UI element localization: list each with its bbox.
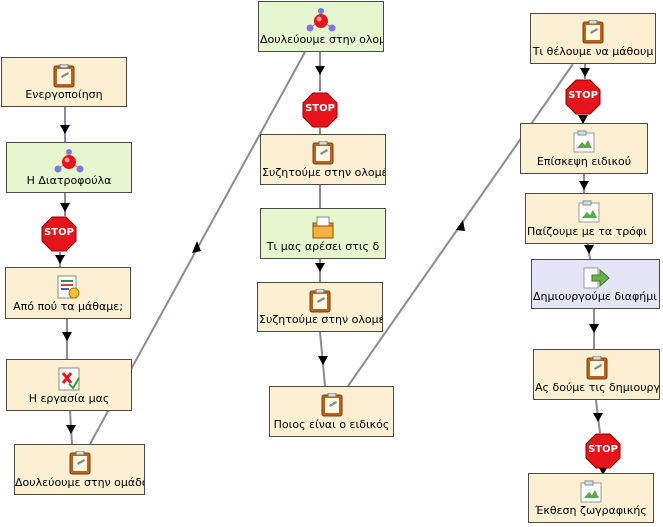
node-apo-pou[interactable]: Από πού τα μάθαμε;	[5, 267, 131, 319]
node-as-doume[interactable]: Ας δούμε τις δημιουργ	[533, 349, 660, 400]
node-label: Τι θέλουμε να μάθουμ	[532, 45, 654, 58]
node-episkepsi[interactable]: Επίσκεψη ειδικού	[520, 123, 648, 174]
node-ergasia[interactable]: Η εργασία μας	[6, 359, 132, 411]
node-syzitoume-1[interactable]: Συζητούμε στην ολομέ	[260, 134, 386, 185]
node-dimiourgoume[interactable]: Δημιουργούμε διαφήμι	[531, 259, 660, 309]
node-label: Η Διατροφούλα	[26, 174, 112, 187]
stop-label: STOP	[568, 90, 598, 101]
clipboard-icon	[582, 20, 604, 44]
stop-sign-icon: STOP	[565, 79, 601, 115]
node-label: Τι μας αρέσει στις δ	[266, 240, 380, 253]
node-label: Έκθεση ζωγραφικής	[535, 504, 647, 517]
photo-icon	[580, 480, 602, 503]
node-label: Ποιος είναι ο ειδικός	[273, 418, 390, 431]
stop-sign-icon: STOP	[585, 433, 621, 469]
node-label: Παίζουμε με τα τρόφι	[527, 225, 647, 238]
clipboard-icon	[321, 393, 342, 417]
node-label: Συζητούμε στην ολομέ	[262, 166, 386, 179]
node-mas-aresei[interactable]: Τι μας αρέσει στις δ	[260, 208, 386, 259]
node-label: Δημιουργούμε διαφήμι	[533, 290, 657, 303]
node-ekthesi[interactable]: Έκθεση ζωγραφικής	[528, 473, 654, 523]
node-label: Ας δούμε τις δημιουργ	[535, 381, 660, 394]
group-icon	[54, 149, 84, 173]
clipboard-icon	[586, 356, 607, 380]
stop-sign-icon: STOP	[302, 92, 338, 128]
node-diatrofoula[interactable]: Η Διατροφούλα	[6, 142, 132, 193]
node-label: Συζητούμε στην ολομέ	[259, 313, 383, 326]
stop-sign-icon: STOP	[41, 216, 77, 252]
form-icon	[57, 275, 80, 299]
stop-label: STOP	[305, 103, 335, 114]
node-poios-eidikos[interactable]: Ποιος είναι ο ειδικός	[269, 386, 394, 437]
clipboard-icon	[69, 451, 90, 475]
export-icon	[583, 267, 610, 289]
assignment-icon	[58, 367, 80, 391]
node-label: Δουλεύουμε στην ομάδα	[15, 476, 145, 489]
node-label: Δουλεύουμε στην ολομ	[260, 33, 384, 46]
node-label: Από πού τα μάθαμε;	[13, 300, 123, 313]
group-icon	[306, 8, 336, 32]
node-label: Ενεργοποίηση	[25, 88, 103, 101]
node-label: Επίσκεψη ειδικού	[536, 155, 632, 168]
clipboard-icon	[309, 289, 331, 313]
node-energopoiisi[interactable]: Ενεργοποίηση	[1, 57, 127, 107]
stop-label: STOP	[44, 227, 74, 238]
photo-icon	[573, 130, 595, 153]
node-paizoume[interactable]: Παίζουμε με τα τρόφι	[525, 193, 653, 244]
photo-icon	[578, 200, 600, 223]
clipboard-icon	[312, 141, 334, 165]
node-syzitoume-2[interactable]: Συζητούμε στην ολομέ	[257, 282, 383, 332]
node-douleuoume-olom[interactable]: Δουλεύουμε στην ολομ	[258, 1, 384, 52]
folder-icon	[312, 216, 334, 239]
node-douleuoume-omada[interactable]: Δουλεύουμε στην ομάδα	[14, 444, 145, 495]
node-label: Η εργασία μας	[28, 392, 110, 405]
node-ti-theloume[interactable]: Τι θέλουμε να μάθουμ	[530, 13, 656, 64]
stop-label: STOP	[588, 444, 618, 455]
clipboard-icon	[53, 64, 75, 88]
